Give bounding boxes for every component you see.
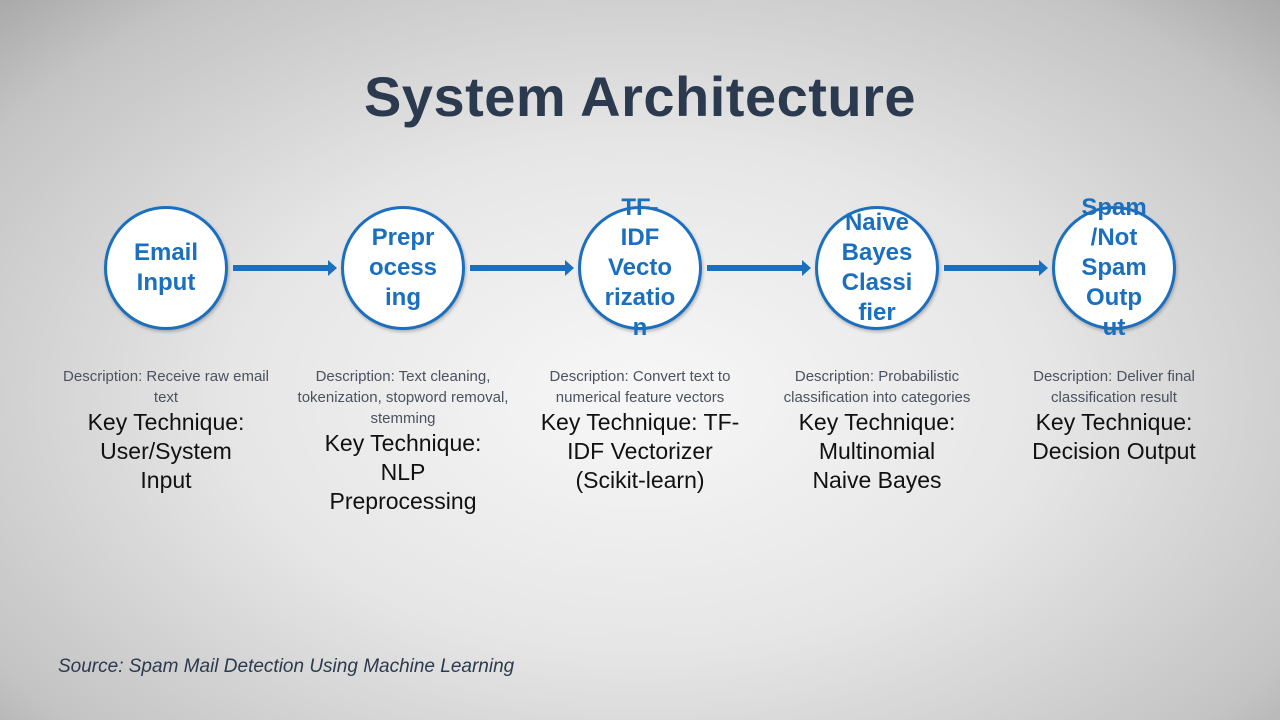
step-label-line: ut — [1102, 314, 1126, 341]
step-technique: Key Technique: Decision Output — [1032, 409, 1196, 464]
step-info: Description: Text cleaning, tokenization… — [293, 366, 513, 516]
step-label-line: Outp — [1086, 284, 1142, 311]
step-label-line: Spam — [1081, 254, 1147, 281]
flow-arrow — [944, 260, 1048, 276]
step-label-line: Classi — [841, 269, 913, 296]
step-description: Description: Receive raw email text — [63, 368, 269, 406]
step-label-line: Email — [133, 239, 199, 266]
step-label-line: IDF — [620, 224, 660, 251]
step-info: Description: Deliver final classificatio… — [1004, 366, 1224, 466]
step-description: Description: Deliver final classificatio… — [1033, 368, 1195, 406]
step-description: Description: Probabilistic classificatio… — [783, 368, 971, 406]
page-title: System Architecture — [363, 65, 917, 128]
step-label: Prepr ocess ing — [369, 223, 437, 313]
step-label-line: Prepr — [371, 224, 435, 251]
step-description: Description: Text cleaning, tokenization… — [297, 368, 509, 427]
step-technique: Key Technique: Multinomial Naive Bayes — [798, 409, 956, 493]
step-node: Prepr ocess ing — [341, 206, 465, 330]
step-label: TF- IDF Vecto rizatio n — [605, 193, 676, 343]
step-info: Description: Convert text to numerical f… — [530, 366, 750, 495]
step-label-line: rizatio — [604, 284, 676, 311]
step-label-line: Input — [136, 269, 196, 296]
flow-arrow — [707, 260, 811, 276]
step-technique: Key Technique: TF-IDF Vectorizer (Scikit… — [540, 409, 740, 493]
step-label-line: ocess — [368, 254, 438, 281]
step-label-line: Spam — [1081, 194, 1147, 221]
step-label-line: n — [632, 314, 648, 341]
step-label-line: Vecto — [607, 254, 673, 281]
step-label-line: Bayes — [841, 239, 913, 266]
flow-arrow — [470, 260, 574, 276]
step-technique: Key Technique: User/System Input — [87, 409, 245, 493]
step-info: Description: Probabilistic classificatio… — [767, 366, 987, 495]
flow-arrow — [233, 260, 337, 276]
step-technique: Key Technique: NLP Preprocessing — [324, 430, 482, 514]
step-label-line: TF- — [621, 194, 659, 221]
step-label-line: Naive — [844, 209, 910, 236]
step-node: TF- IDF Vecto rizatio n — [578, 194, 702, 341]
step-label-line: fier — [858, 299, 896, 326]
step-label-line: /Not — [1090, 224, 1138, 251]
step-description: Description: Convert text to numerical f… — [549, 368, 731, 406]
source-citation: Source: Spam Mail Detection Using Machin… — [58, 656, 515, 677]
step-label-line: ing — [385, 284, 421, 311]
